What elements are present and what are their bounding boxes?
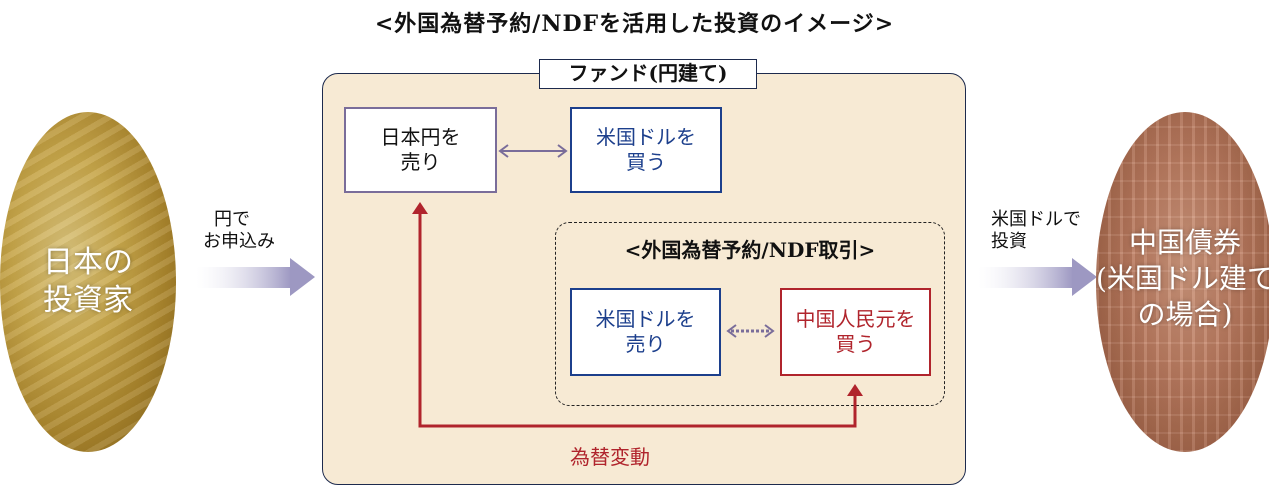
invest-note-line1: 米国ドルで [991, 209, 1081, 230]
sell-jpy-line1: 日本円を [380, 125, 461, 149]
double-arrow-ndf [726, 324, 775, 338]
diagram-title: <外国為替予約/NDFを活用した投資のイメージ> [374, 11, 895, 37]
investor-line2: 投資家 [43, 283, 133, 318]
bond-line3: の場合) [1137, 298, 1233, 331]
sell-jpy-line2: 売り [400, 150, 441, 174]
invest-arrow [978, 258, 1097, 296]
fx-label: 為替変動 [570, 445, 650, 469]
bond-line2: (米国ドル建て [1096, 262, 1269, 295]
ndf-group [555, 222, 945, 406]
buy-usd-line1: 米国ドルを [596, 125, 696, 149]
bond-line1: 中国債券 [1128, 226, 1241, 259]
fx-connector [418, 212, 857, 428]
buy-cny-line1: 中国人民元を [795, 307, 916, 331]
keyboard-texture [0, 112, 176, 452]
ndf-title: <外国為替予約/NDF取引> [624, 238, 876, 262]
sell-jpy-box: 日本円を 売り [344, 107, 497, 193]
apply-note-line2: お申込み [203, 231, 275, 252]
buy-usd-line2: 買う [626, 150, 666, 174]
sell-usd-line2: 売り [625, 332, 666, 356]
fx-arrowhead-up-right [847, 384, 863, 396]
buy-usd-box: 米国ドルを 買う [570, 107, 722, 193]
bond-ellipse: 中国債券 (米国ドル建て の場合) [1096, 112, 1269, 452]
apply-arrow [196, 258, 315, 296]
investor-line1: 日本の [43, 245, 133, 280]
double-arrow-top [498, 144, 568, 158]
buy-cny-line2: 買う [835, 332, 876, 356]
buy-cny-box: 中国人民元を 買う [780, 288, 931, 376]
sell-usd-line1: 米国ドルを [595, 307, 696, 331]
apply-note-line1: 円で [214, 209, 250, 230]
fx-arrowhead-up-left [412, 202, 428, 214]
building-texture [1096, 112, 1269, 452]
sell-usd-box: 米国ドルを 売り [570, 288, 721, 376]
investor-ellipse: 日本の 投資家 [0, 112, 176, 452]
fund-title: ファンド(円建て) [539, 59, 757, 89]
invest-note-line2: 投資 [991, 231, 1027, 252]
